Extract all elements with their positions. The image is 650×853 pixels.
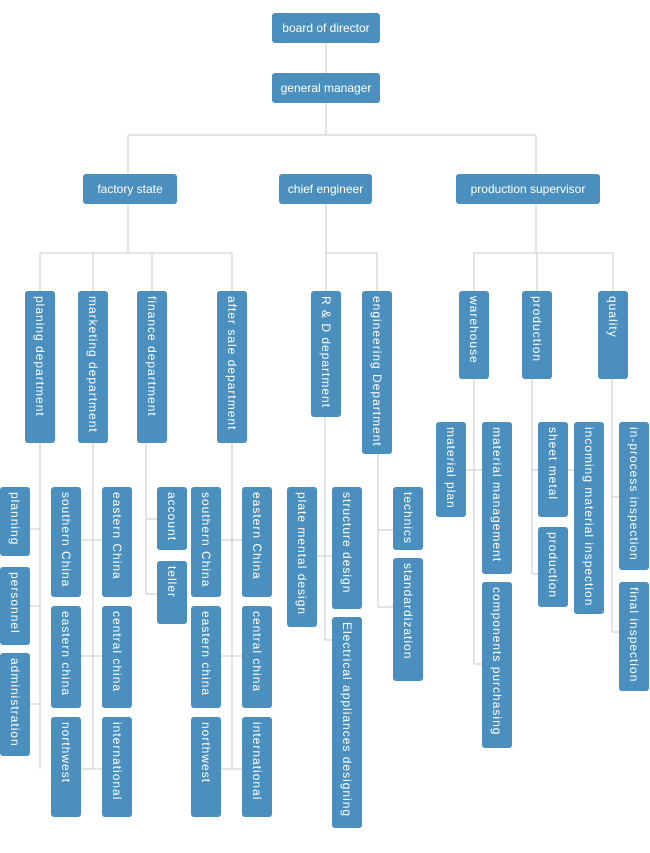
node-international: international bbox=[242, 717, 272, 817]
node-material-management: material management bbox=[482, 422, 512, 574]
node-warehouse: warehouse bbox=[459, 291, 489, 379]
node-plate-mental-design: plate mental design bbox=[287, 487, 317, 627]
node-production: production bbox=[522, 291, 552, 379]
node-technics: technics bbox=[393, 487, 423, 550]
node-label: chief engineer bbox=[287, 182, 364, 196]
node-southern-china: southern China bbox=[51, 487, 81, 597]
node-central-china: central china bbox=[102, 606, 132, 708]
node-quality: quality bbox=[598, 291, 628, 379]
node-label: in-process inspection bbox=[627, 427, 641, 561]
node-label: southern China bbox=[199, 492, 213, 588]
node-label: material plan bbox=[444, 427, 458, 509]
node-label: incoming material inspection bbox=[582, 427, 596, 607]
node-label: eastern china bbox=[59, 611, 73, 697]
node-label: standardization bbox=[401, 563, 415, 660]
node-planning: planning bbox=[0, 487, 30, 556]
node-eastern-china: eastern china bbox=[51, 606, 81, 708]
node-r-d-department: R & D department bbox=[311, 291, 341, 417]
node-label: components purchasing bbox=[490, 587, 504, 736]
node-label: sheet metal bbox=[546, 427, 560, 501]
node-final-inspection: final inspection bbox=[619, 582, 649, 691]
node-label: technics bbox=[401, 492, 415, 545]
node-label: Electrical appliances designing bbox=[340, 622, 354, 818]
node-label: planning bbox=[8, 492, 22, 546]
node-general-manager: general manager bbox=[272, 73, 380, 103]
node-label: marketing department bbox=[86, 296, 100, 433]
node-southern-china: southern China bbox=[191, 487, 221, 597]
node-label: general manager bbox=[280, 81, 372, 95]
node-label: northwest bbox=[59, 722, 73, 784]
node-international: international bbox=[102, 717, 132, 817]
node-board-of-director: board of director bbox=[272, 13, 380, 43]
node-label: production bbox=[530, 296, 544, 363]
node-sheet-metal: sheet metal bbox=[538, 422, 568, 517]
node-teller: teller bbox=[157, 561, 187, 624]
node-label: eastern china bbox=[199, 611, 213, 697]
node-eastern-china: eastern China bbox=[102, 487, 132, 597]
node-production: production bbox=[538, 527, 568, 607]
node-label: quality bbox=[606, 296, 620, 338]
node-label: teller bbox=[165, 566, 179, 599]
node-structure-design: structure design bbox=[332, 487, 362, 609]
node-label: structure design bbox=[340, 492, 354, 594]
node-label: production supervisor bbox=[470, 182, 586, 196]
node-eastern-china: eastern China bbox=[242, 487, 272, 597]
node-label: factory state bbox=[97, 182, 163, 196]
node-label: eastern China bbox=[250, 492, 264, 580]
node-marketing-department: marketing department bbox=[78, 291, 108, 443]
node-label: eastern China bbox=[110, 492, 124, 580]
node-engineering-department: engineering Department bbox=[362, 291, 392, 454]
node-label: northwest bbox=[199, 722, 213, 784]
node-finance-department: finance department bbox=[137, 291, 167, 443]
node-components-purchasing: components purchasing bbox=[482, 582, 512, 748]
node-label: board of director bbox=[282, 21, 370, 35]
node-in-process-inspection: in-process inspection bbox=[619, 422, 649, 570]
node-planing-department: planing department bbox=[25, 291, 55, 443]
node-account: account bbox=[157, 487, 187, 550]
node-label: plate mental design bbox=[295, 492, 309, 616]
node-label: international bbox=[110, 722, 124, 801]
node-label: central china bbox=[110, 611, 124, 693]
node-chief-engineer: chief engineer bbox=[279, 174, 372, 204]
node-factory-state: factory state bbox=[83, 174, 177, 204]
node-central-china: central china bbox=[242, 606, 272, 708]
node-material-plan: material plan bbox=[436, 422, 466, 517]
node-northwest: northwest bbox=[191, 717, 221, 817]
node-label: administration bbox=[8, 658, 22, 747]
node-after-sale-department: after sale department bbox=[217, 291, 247, 443]
node-label: southern China bbox=[59, 492, 73, 588]
node-label: R & D department bbox=[319, 296, 333, 409]
node-production-supervisor: production supervisor bbox=[456, 174, 600, 204]
node-incoming-material-inspection: incoming material inspection bbox=[574, 422, 604, 614]
node-personnel: personnel bbox=[0, 567, 30, 645]
node-label: after sale department bbox=[225, 296, 239, 431]
node-electrical-appliances-designing: Electrical appliances designing bbox=[332, 617, 362, 828]
node-label: account bbox=[165, 492, 179, 542]
node-label: international bbox=[250, 722, 264, 801]
node-label: final inspection bbox=[627, 587, 641, 683]
node-label: material management bbox=[490, 427, 504, 563]
node-label: engineering Department bbox=[370, 296, 384, 447]
node-label: warehouse bbox=[467, 296, 481, 364]
node-label: personnel bbox=[8, 572, 22, 634]
node-label: planing department bbox=[33, 296, 47, 417]
node-label: central china bbox=[250, 611, 264, 693]
node-label: finance department bbox=[145, 296, 159, 417]
node-eastern-china: eastern china bbox=[191, 606, 221, 708]
node-standardization: standardization bbox=[393, 558, 423, 681]
node-label: production bbox=[546, 532, 560, 599]
node-northwest: northwest bbox=[51, 717, 81, 817]
node-administration: administration bbox=[0, 653, 30, 756]
